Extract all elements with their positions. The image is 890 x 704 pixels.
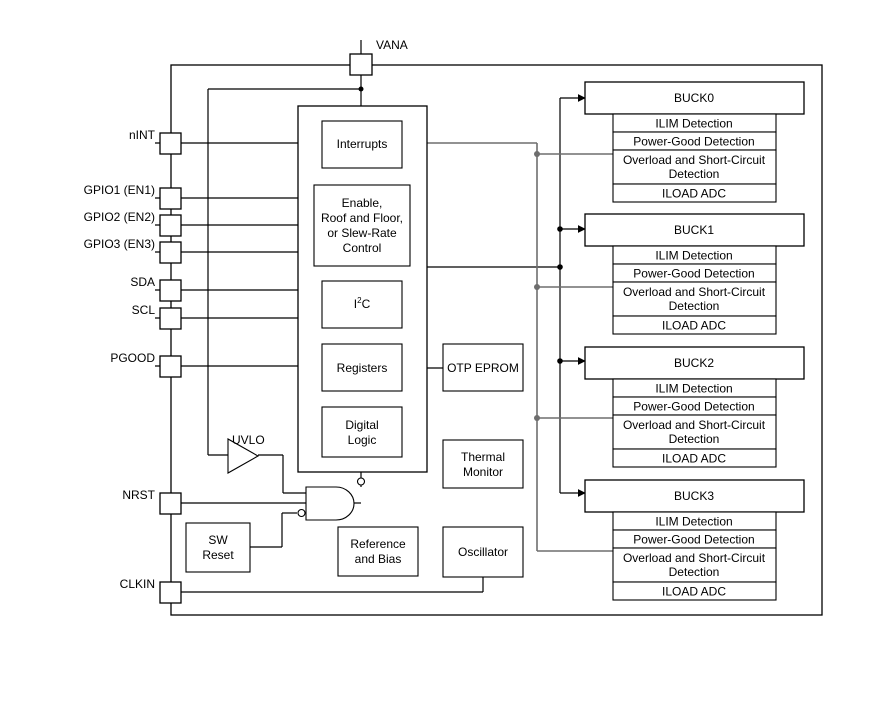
thermal-monitor-block: Thermal Monitor: [442, 439, 524, 489]
buck-row-box: [612, 315, 777, 335]
pin-vana: VANA: [349, 38, 408, 76]
i2c-label: I2C: [354, 296, 371, 311]
buck-row-label: Overload and Short-Circuit: [623, 285, 766, 299]
pin-label-gpio3: GPIO3 (EN3): [84, 237, 155, 251]
buck-row-label: Overload and Short-Circuit: [623, 551, 766, 565]
sw-reset-line2: Reset: [202, 548, 234, 562]
pin-pgood: PGOOD: [110, 351, 182, 378]
pin-nrst: NRST: [122, 488, 182, 515]
buck-row-label: Power-Good Detection: [633, 267, 754, 281]
oscillator-label: Oscillator: [458, 545, 508, 559]
buck-header-box: [584, 81, 805, 115]
buck-row-label: Overload and Short-Circuit: [623, 153, 766, 167]
digital-logic-line2: Logic: [348, 433, 377, 447]
thermal-line2: Monitor: [463, 465, 503, 479]
buck-header-box: [584, 213, 805, 247]
enable-label-line2: Roof and Floor,: [321, 211, 403, 225]
buck-row-label: Power-Good Detection: [633, 135, 754, 149]
interrupts-label: Interrupts: [337, 137, 388, 151]
buck-row-box: [612, 149, 777, 185]
buck-row-label: Power-Good Detection: [633, 533, 754, 547]
buck-row-label: ILIM Detection: [655, 515, 732, 529]
thermal-line1: Thermal: [461, 450, 505, 464]
buck-row-label: ILIM Detection: [655, 249, 732, 263]
registers-label: Registers: [337, 361, 388, 375]
inverting-bubble-top: [356, 477, 366, 486]
digital-logic-block: Digital Logic: [321, 406, 403, 458]
pin-label-nint: nINT: [129, 128, 156, 142]
buck-row-box: [612, 581, 777, 601]
sw-reset-line1: SW: [208, 533, 228, 547]
buck-row-label: ILIM Detection: [655, 117, 732, 131]
otp-label: OTP EPROM: [447, 361, 519, 375]
buck-row-label: ILOAD ADC: [662, 187, 726, 201]
uvlo-label: UVLO: [232, 433, 265, 447]
pin-label-sda: SDA: [130, 275, 155, 289]
buck-row-label: Detection: [669, 432, 720, 446]
pin-nint: nINT: [129, 128, 182, 155]
pin-gpio3: GPIO3 (EN3): [84, 237, 182, 264]
buck-row-box: [612, 183, 777, 203]
pin-label-pgood: PGOOD: [110, 351, 155, 365]
pin-label-clkin: CLKIN: [120, 577, 155, 591]
reference-line2: and Bias: [355, 552, 402, 566]
buck-row-label: ILOAD ADC: [662, 585, 726, 599]
sw-reset-block: SW Reset: [185, 522, 251, 573]
otp-eprom-block: OTP EPROM: [442, 343, 524, 392]
pin-label-nrst: NRST: [122, 488, 155, 502]
inverting-bubble-left: [297, 508, 306, 518]
enable-control-block: Enable, Roof and Floor, or Slew-Rate Con…: [313, 184, 411, 267]
oscillator-block: Oscillator: [442, 526, 524, 578]
buck-name: BUCK2: [674, 356, 714, 370]
buck-row-box: [612, 448, 777, 468]
i2c-block: I2C: [321, 280, 403, 329]
pin-gpio1: GPIO1 (EN1): [84, 183, 182, 210]
reference-line1: Reference: [350, 537, 406, 551]
buck-row-box: [612, 414, 777, 450]
buck-row-label: ILIM Detection: [655, 382, 732, 396]
interrupts-block: Interrupts: [321, 120, 403, 169]
buck-row-label: ILOAD ADC: [662, 452, 726, 466]
reference-bias-block: Reference and Bias: [337, 526, 419, 577]
registers-block: Registers: [321, 343, 403, 392]
junctions: [358, 86, 563, 421]
pin-gpio2: GPIO2 (EN2): [84, 210, 182, 237]
pin-label-gpio1: GPIO1 (EN1): [84, 183, 155, 197]
pin-clkin: CLKIN: [120, 577, 182, 604]
wires: [155, 40, 586, 593]
uvlo-comparator: UVLO: [227, 433, 265, 474]
buck-name: BUCK1: [674, 223, 714, 237]
interrupt-bus: [402, 139, 613, 552]
and-gate: [297, 477, 366, 521]
enable-label-line4: Control: [343, 241, 382, 255]
buck-row-box: [612, 547, 777, 583]
buck-header-box: [584, 346, 805, 380]
buck-row-label: Power-Good Detection: [633, 400, 754, 414]
digital-logic-line1: Digital: [345, 418, 378, 432]
pin-sda: SDA: [130, 275, 182, 302]
buck-row-label: Detection: [669, 167, 720, 181]
pin-label-scl: SCL: [132, 303, 156, 317]
buck-header-box: [584, 479, 805, 513]
enable-label-line3: or Slew-Rate: [327, 226, 397, 240]
buck-name: BUCK0: [674, 91, 714, 105]
pin-scl: SCL: [132, 303, 182, 330]
pin-label-gpio2: GPIO2 (EN2): [84, 210, 155, 224]
buck-row-label: ILOAD ADC: [662, 319, 726, 333]
buck-row-label: Detection: [669, 299, 720, 313]
buck-row-label: Detection: [669, 565, 720, 579]
buck-row-label: Overload and Short-Circuit: [623, 418, 766, 432]
enable-label-line1: Enable,: [342, 196, 383, 210]
pin-label-vana: VANA: [376, 38, 408, 52]
buck-name: BUCK3: [674, 489, 714, 503]
